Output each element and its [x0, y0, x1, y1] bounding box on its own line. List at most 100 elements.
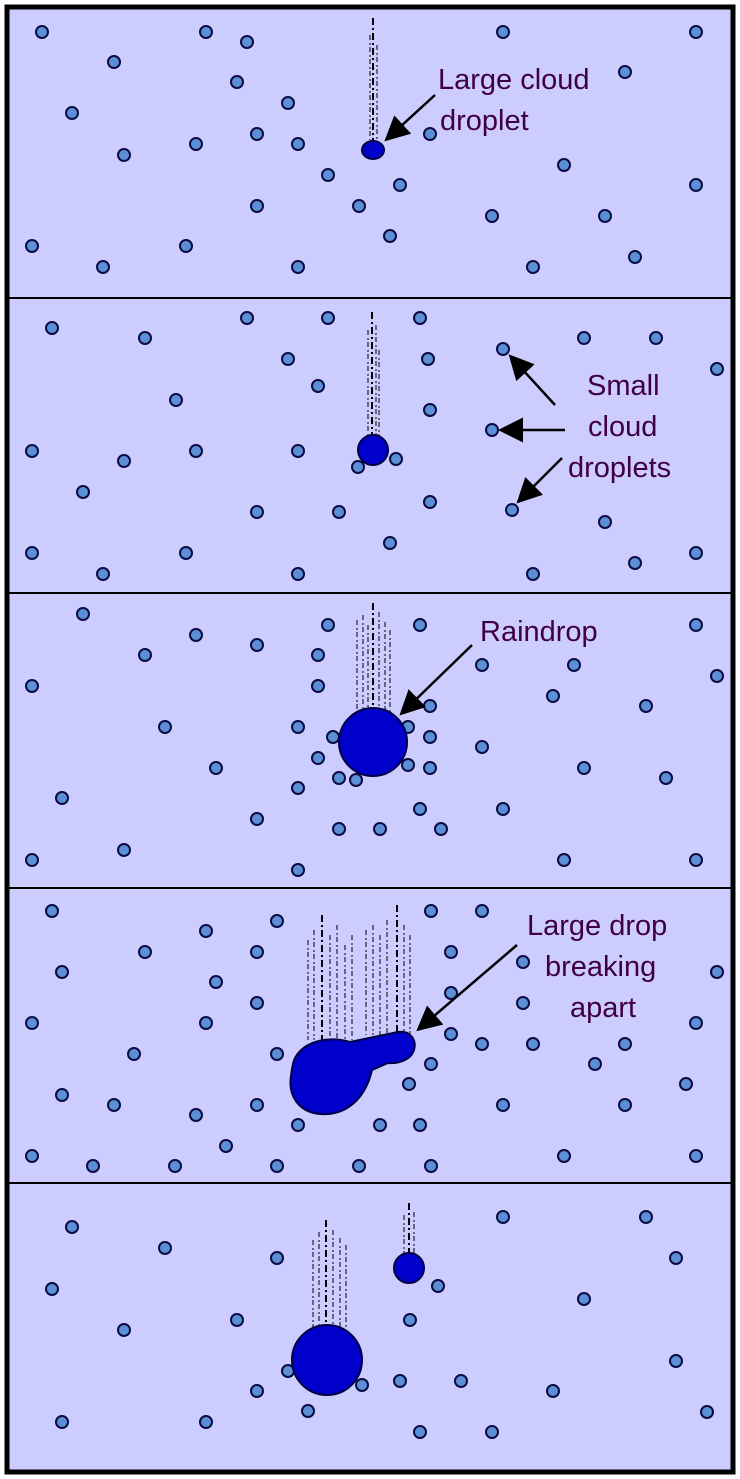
label-small-cloud-droplets-3: droplets: [568, 452, 671, 484]
small-cloud-droplet: [526, 260, 540, 274]
panel-dividers: [7, 297, 733, 1184]
small-cloud-droplet: [138, 331, 152, 345]
small-cloud-droplet: [250, 638, 264, 652]
raindrop: [338, 707, 408, 777]
small-cloud-droplet: [393, 1374, 407, 1388]
diagram-frame: [4, 4, 736, 1475]
small-cloud-droplet: [373, 822, 387, 836]
label-large-cloud-droplet-2: droplet: [440, 105, 529, 137]
small-cloud-droplet: [423, 761, 437, 775]
small-cloud-droplet: [250, 127, 264, 141]
small-cloud-droplet: [240, 311, 254, 325]
small-cloud-droplet: [117, 148, 131, 162]
small-cloud-droplet: [431, 1279, 445, 1293]
small-cloud-droplet: [516, 955, 530, 969]
small-cloud-droplet: [179, 239, 193, 253]
small-cloud-droplet: [250, 1384, 264, 1398]
small-cloud-droplet: [117, 1323, 131, 1337]
small-cloud-droplet: [281, 352, 295, 366]
small-cloud-droplet: [301, 1404, 315, 1418]
small-cloud-droplet: [588, 1057, 602, 1071]
label-large-drop-2: breaking: [545, 951, 656, 983]
small-cloud-droplet: [373, 1118, 387, 1132]
small-cloud-droplet: [355, 1378, 369, 1392]
small-cloud-droplet: [250, 812, 264, 826]
small-cloud-droplet: [45, 321, 59, 335]
small-cloud-droplet: [311, 679, 325, 693]
small-cloud-droplet: [321, 311, 335, 325]
small-cloud-droplet: [689, 618, 703, 632]
small-cloud-droplet: [199, 1016, 213, 1030]
small-cloud-droplet: [189, 1108, 203, 1122]
small-cloud-droplet: [189, 628, 203, 642]
small-cloud-droplet: [127, 1047, 141, 1061]
fall-trail-small: [403, 1203, 415, 1255]
small-cloud-droplet: [270, 1251, 284, 1265]
small-cloud-droplet: [557, 158, 571, 172]
small-cloud-droplet: [383, 536, 397, 550]
small-cloud-droplet: [25, 546, 39, 560]
small-cloud-droplet: [421, 352, 435, 366]
small-cloud-droplet: [639, 1210, 653, 1224]
small-cloud-droplet: [25, 1016, 39, 1030]
small-cloud-droplet: [55, 965, 69, 979]
small-cloud-droplet: [700, 1405, 714, 1419]
small-cloud-droplet: [311, 379, 325, 393]
small-raindrop: [393, 1252, 425, 1284]
small-cloud-droplet: [598, 209, 612, 223]
small-cloud-droplet: [291, 260, 305, 274]
small-cloud-droplet: [475, 904, 489, 918]
small-cloud-droplet: [230, 1313, 244, 1327]
small-cloud-droplet: [321, 168, 335, 182]
small-cloud-droplet: [496, 25, 510, 39]
small-cloud-droplet: [444, 945, 458, 959]
small-cloud-droplet: [179, 546, 193, 560]
small-cloud-droplet: [444, 986, 458, 1000]
small-cloud-droplet: [291, 444, 305, 458]
small-cloud-droplet: [250, 1098, 264, 1112]
small-cloud-droplet: [291, 781, 305, 795]
small-cloud-droplet: [639, 699, 653, 713]
small-cloud-droplet: [189, 137, 203, 151]
large-drop-breaking-apart: [289, 1030, 416, 1116]
small-cloud-droplet: [424, 1159, 438, 1173]
small-cloud-droplet: [710, 965, 724, 979]
small-cloud-droplet: [413, 802, 427, 816]
small-cloud-droplet: [107, 1098, 121, 1112]
small-cloud-droplet: [577, 331, 591, 345]
small-cloud-droplet: [250, 945, 264, 959]
small-cloud-droplet: [669, 1251, 683, 1265]
small-cloud-droplet: [76, 485, 90, 499]
small-cloud-droplet: [618, 1037, 632, 1051]
small-cloud-droplet: [557, 853, 571, 867]
small-cloud-droplet: [546, 689, 560, 703]
small-cloud-droplet: [107, 55, 121, 69]
small-cloud-droplet: [209, 975, 223, 989]
small-cloud-droplet: [25, 239, 39, 253]
panel-5: [291, 1203, 425, 1396]
small-cloud-droplet: [401, 758, 415, 772]
small-cloud-droplet: [423, 699, 437, 713]
small-cloud-droplet: [209, 761, 223, 775]
small-cloud-droplet: [55, 791, 69, 805]
small-cloud-droplet: [557, 1149, 571, 1163]
small-cloud-droplet: [689, 853, 703, 867]
small-cloud-droplet: [402, 1077, 416, 1091]
small-cloud-droplet: [326, 730, 340, 744]
small-cloud-droplet: [546, 1384, 560, 1398]
arrow-raindrop: [399, 644, 473, 716]
small-cloud-droplet: [351, 460, 365, 474]
small-cloud-droplet: [199, 924, 213, 938]
small-cloud-droplet: [158, 720, 172, 734]
small-cloud-droplet: [434, 822, 448, 836]
panel-3: Raindrop: [338, 603, 598, 777]
small-cloud-droplet: [352, 199, 366, 213]
small-cloud-droplet: [189, 444, 203, 458]
small-cloud-droplet: [270, 1047, 284, 1061]
small-cloud-droplet: [55, 1415, 69, 1429]
small-cloud-droplet: [96, 567, 110, 581]
small-cloud-droplet: [45, 904, 59, 918]
growing-cloud-droplet: [357, 434, 389, 466]
label-large-cloud-droplet-1: Large cloud: [438, 64, 590, 96]
